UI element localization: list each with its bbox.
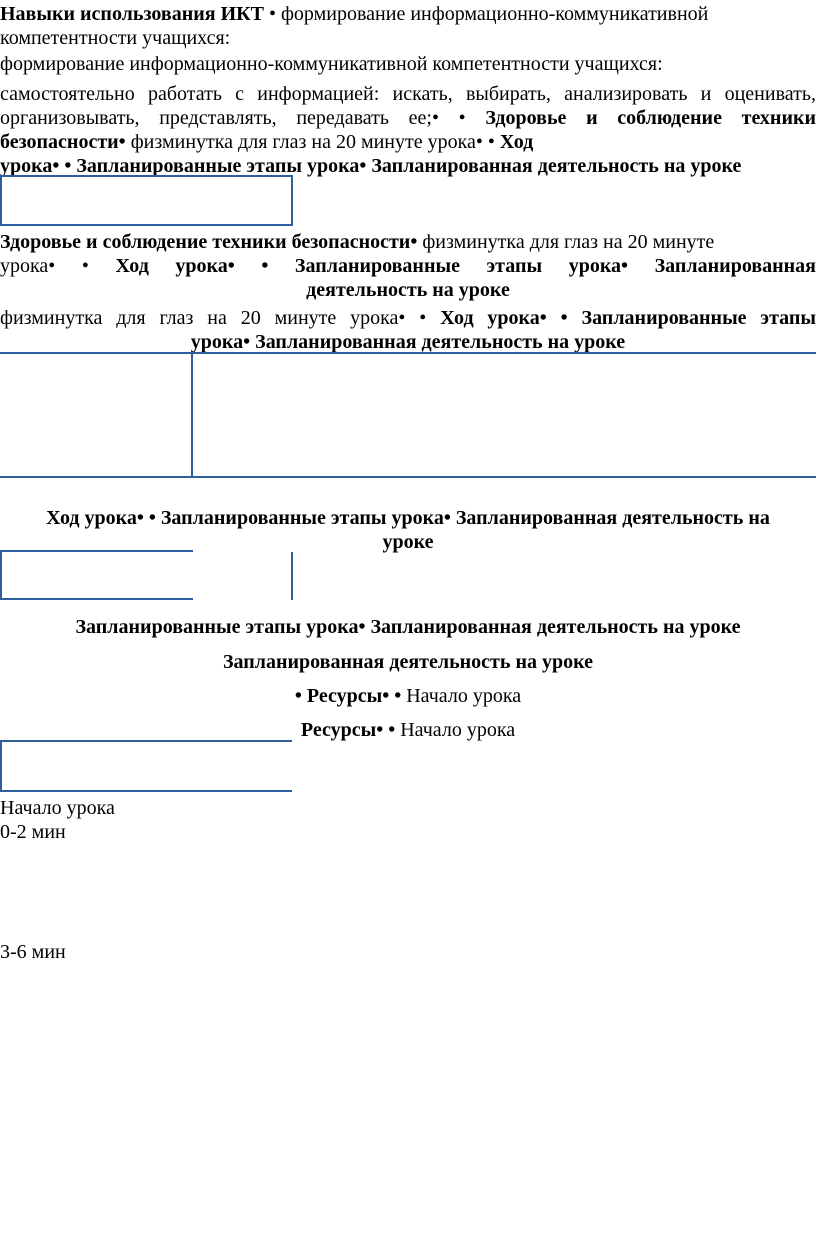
lesson-flow-line-1: Ход урока• • Запланированные этапы урока… [46, 507, 770, 529]
table-column-divider [191, 352, 193, 478]
table-border-left [0, 175, 2, 226]
lesson-start-block: Начало урока 0-2 мин [0, 796, 816, 844]
resources-paragraph-1: • Ресурсы• • Начало урока [0, 684, 816, 708]
resources-heading: • Ресурсы• • [294, 685, 402, 707]
competence-paragraph: формирование информационно-коммуникативн… [0, 52, 816, 76]
work-info-line-1: самостоятельно работать с информацией: и… [0, 82, 816, 106]
exercise-line-1: физминутка для глаз на 20 минуте урока• … [0, 306, 816, 330]
time-range-3-6: 3-6 мин [0, 941, 66, 963]
work-info-text-2: организовывать, представлять, передавать… [0, 107, 466, 129]
lesson-flow-paragraph: Ход урока• • Запланированные этапы урока… [0, 506, 816, 554]
skills-line-1: Навыки использования ИКТ • формирование … [0, 2, 816, 26]
table-border-top [0, 740, 292, 742]
exercise-minute-text: физминутка для глаз на 20 минуте урока• … [0, 307, 427, 329]
exercise-flow-heading: Ход урока• • Запланированные этапы [440, 307, 816, 329]
table-border-left [0, 740, 2, 792]
health-line-1: Здоровье и соблюдение техники безопаснос… [0, 230, 816, 254]
skills-line-2: компетентности учащихся: [0, 27, 231, 49]
table-border-top [0, 175, 292, 177]
lesson-flow-line-2: уроке [382, 531, 434, 553]
time-range-block: 3-6 мин [0, 940, 816, 964]
work-info-line-3: безопасности• физминутка для глаз на 20 … [0, 130, 816, 154]
table-border-bottom [0, 476, 816, 478]
health-flow-heading: Ход урока• • Запланированные этапы урока… [115, 255, 816, 277]
health-safety-heading: Здоровье и соблюдение техники безопаснос… [0, 231, 418, 253]
table-border-top [0, 352, 816, 354]
work-info-line-4: урока• • Запланированные этапы урока• За… [0, 154, 816, 178]
planned-stages-heading: урока• • Запланированные этапы урока• За… [0, 155, 742, 177]
lesson-start-label: Начало урока [0, 797, 115, 819]
planned-activity-paragraph: Запланированная деятельность на уроке [0, 650, 816, 674]
planned-stages-paragraph: Запланированные этапы урока• Запланирова… [0, 615, 816, 639]
exercise-line-2: урока• Запланированная деятельность на у… [0, 330, 816, 354]
table-border-right [291, 552, 293, 600]
health-activity-heading: деятельность на уроке [306, 279, 510, 301]
lesson-flow-heading: Ход [499, 131, 534, 153]
work-info-text: самостоятельно работать с информацией: и… [0, 83, 816, 105]
health-heading: Здоровье и соблюдение техники [485, 107, 816, 129]
health-paragraph: Здоровье и соблюдение техники безопаснос… [0, 230, 816, 302]
lesson-start-text-2: Начало урока [400, 719, 516, 741]
exercise-activity-heading: урока• Запланированная деятельность на у… [190, 331, 626, 353]
skills-heading: Навыки использования ИКТ [0, 3, 264, 25]
planned-activity-text: Запланированная деятельность на уроке [222, 651, 594, 673]
skills-text: • формирование информационно-коммуникати… [268, 3, 709, 25]
health-line-2: урока• • Ход урока• • Запланированные эт… [0, 254, 816, 278]
resources-heading-2: Ресурсы• • [300, 719, 396, 741]
table-border-left [0, 550, 2, 600]
exercise-paragraph: физминутка для глаз на 20 минуте урока• … [0, 306, 816, 354]
planned-stages-text: Запланированные этапы урока• Запланирова… [75, 616, 741, 638]
table-border-bottom [0, 224, 292, 226]
competence-text: формирование информационно-коммуникативн… [0, 53, 663, 75]
work-info-paragraph: самостоятельно работать с информацией: и… [0, 82, 816, 178]
lesson-start-text: Начало урока [406, 685, 522, 707]
table-border-bottom [0, 790, 292, 792]
health-lesson-text: урока• • [0, 255, 89, 277]
resources-paragraph-2: Ресурсы• • Начало урока [0, 718, 816, 742]
time-range-0-2: 0-2 мин [0, 821, 66, 843]
exercise-text: физминутка для глаз на 20 минуте урока• … [130, 131, 495, 153]
skills-paragraph: Навыки использования ИКТ • формирование … [0, 2, 816, 50]
work-info-line-2: организовывать, представлять, передавать… [0, 106, 816, 130]
table-border-right [291, 175, 293, 226]
health-exercise-text: физминутка для глаз на 20 минуте [422, 231, 715, 253]
table-border-bottom [0, 598, 193, 600]
health-line-3: деятельность на уроке [0, 278, 816, 302]
safety-heading: безопасности• [0, 131, 126, 153]
table-border-top [0, 550, 193, 552]
